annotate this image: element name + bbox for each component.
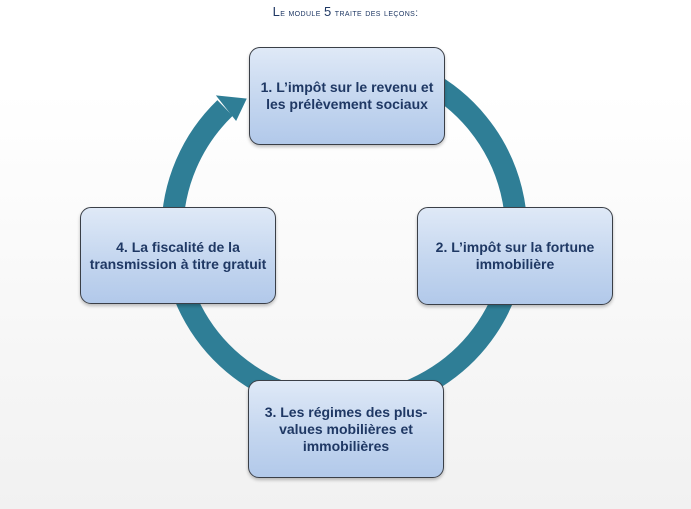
lesson-node-1-label: 1. L’impôt sur le revenu et les prélèvem… bbox=[260, 79, 434, 112]
lesson-node-3: 3. Les régimes des plus-values mobilière… bbox=[248, 380, 444, 478]
lesson-node-2: 2. L’impôt sur la fortune immobilière bbox=[417, 207, 613, 305]
title-lead: L bbox=[272, 4, 281, 19]
lesson-node-2-label: 2. L’impôt sur la fortune immobilière bbox=[435, 239, 595, 272]
lesson-node-4-label: 4. La fiscalité de la transmission à tit… bbox=[89, 238, 267, 272]
lesson-node-4: 4. La fiscalité de la transmission à tit… bbox=[80, 207, 276, 304]
title-part-2: traite des leçons: bbox=[331, 8, 419, 19]
lesson-node-3-label: 3. Les régimes des plus-values mobilière… bbox=[264, 403, 428, 454]
diagram-title: Le module 5 traite des leçons: bbox=[0, 4, 691, 19]
title-number: 5 bbox=[323, 4, 332, 19]
cycle-arrowhead-icon bbox=[215, 95, 247, 121]
lesson-node-1: 1. L’impôt sur le revenu et les prélèvem… bbox=[249, 47, 445, 145]
title-part-1: e module bbox=[280, 8, 324, 19]
